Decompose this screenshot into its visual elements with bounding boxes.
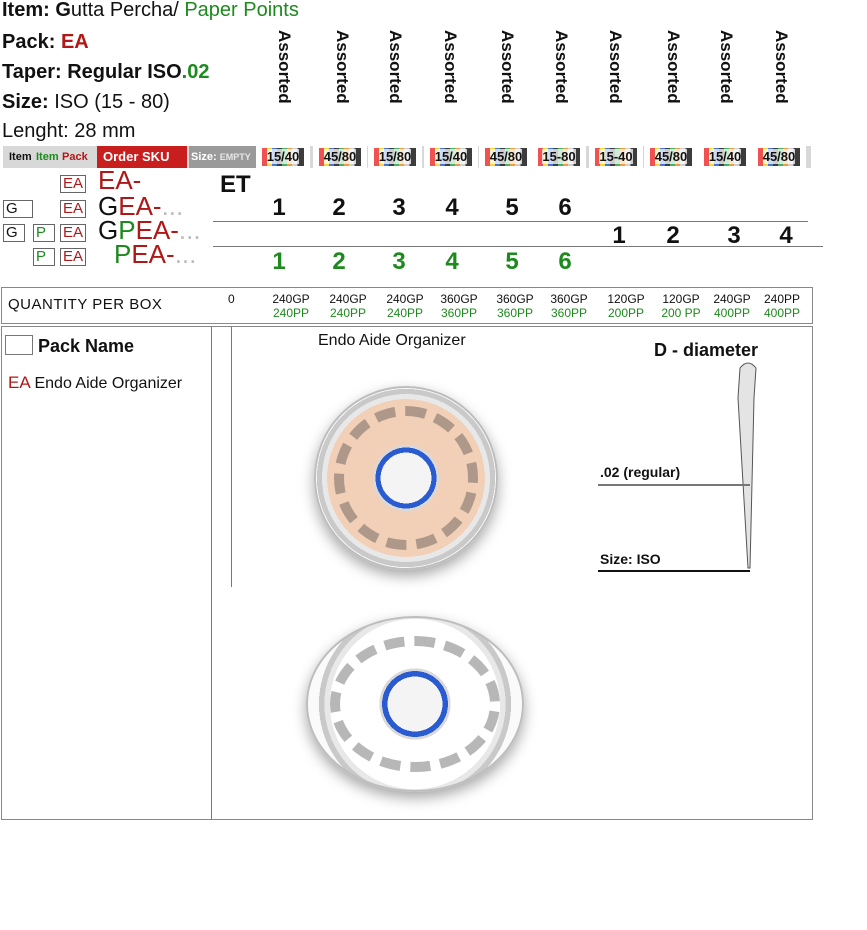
ea-box: EA [60, 248, 87, 266]
assorted-label: Assorted [552, 30, 571, 104]
assorted-label: Assorted [441, 30, 460, 104]
row-divider [213, 221, 808, 222]
pea-number: 5 [505, 248, 519, 275]
legend-pack: Pack [62, 151, 88, 163]
assorted-label: Assorted [772, 30, 791, 104]
pea-number: 6 [558, 248, 572, 275]
gpea-number: 1 [612, 222, 626, 249]
gea-code: GEA-... [98, 191, 184, 221]
size-range: 15-40 [589, 146, 643, 168]
ea-box: EA [60, 224, 87, 242]
size-legend: Size: EMPTY [189, 146, 259, 168]
pea-number: 1 [272, 248, 286, 275]
size-range: 15/40 [698, 146, 752, 168]
size-range: 15/40 [424, 146, 478, 168]
pack-checkbox[interactable] [5, 335, 33, 355]
assorted-label: Assorted [498, 30, 517, 104]
pack-line: Pack: EA [2, 31, 89, 53]
column-divider [231, 327, 232, 587]
assorted-label: Assorted [606, 30, 625, 104]
gea-number: 1 [272, 194, 286, 221]
taper-line: Taper: Regular ISO.02 [2, 61, 210, 83]
assorted-label: Assorted [386, 30, 405, 104]
pea-code: PEA-... [114, 239, 197, 269]
size-range: 15/40 [256, 146, 310, 168]
taper-line [598, 484, 750, 486]
gea-number: 4 [445, 194, 459, 221]
ea-box: EA [60, 175, 87, 193]
assorted-label: Assorted [275, 30, 294, 104]
assorted-label: Assorted [664, 30, 683, 104]
pack-details-panel [1, 326, 813, 820]
gea-number: 2 [332, 194, 346, 221]
size-iso-label: Size: ISO [600, 551, 661, 567]
et-label: ET [220, 171, 251, 198]
pea-number: 3 [392, 248, 406, 275]
legend-item-green: Item [36, 151, 59, 163]
p-box: P [33, 224, 55, 242]
item-line: Item: Gutta Percha/ Paper Points [2, 0, 299, 21]
pack-name-title: Pack Name [38, 336, 135, 356]
taper-label: .02 (regular) [600, 464, 681, 480]
pack-name-row: EA Endo Aide Organizer [8, 373, 183, 392]
organizer-ring [330, 636, 500, 772]
order-sku-label: Order SKU [97, 146, 187, 168]
assorted-label: Assorted [717, 30, 736, 104]
size-range: 45/80 [313, 146, 367, 168]
g-box: G [3, 224, 25, 242]
pea-number: 2 [332, 248, 346, 275]
gea-number: 6 [558, 194, 572, 221]
g-box: G [3, 200, 33, 218]
ea-code: EA- [98, 165, 142, 195]
gea-number: 5 [505, 194, 519, 221]
size-range: 45/80 [752, 146, 806, 168]
ea-box: EA [60, 200, 87, 218]
organizer-ring [334, 406, 478, 550]
gutta-percha-organizer-image [314, 386, 498, 570]
length-line: Lenght: 28 mm [2, 120, 136, 142]
quantity-label: QUANTITY PER BOX [8, 296, 163, 313]
size-line [598, 570, 750, 572]
size-range: 15/80 [368, 146, 422, 168]
assorted-label: Assorted [333, 30, 352, 104]
gpea-number: 2 [666, 222, 680, 249]
row-divider [213, 246, 823, 247]
file-taper-icon [737, 362, 757, 569]
size-range: 45/80 [479, 146, 533, 168]
legend-item: Item [9, 151, 32, 163]
image-caption: Endo Aide Organizer [318, 332, 466, 349]
pea-number: 4 [445, 248, 459, 275]
diameter-title: D - diameter [654, 340, 759, 360]
gpea-code: GPEA-... [98, 215, 201, 245]
gea-number: 3 [392, 194, 406, 221]
size-range: 15-80 [532, 146, 586, 168]
gpea-number: 4 [779, 222, 793, 249]
size-range: 45/80 [644, 146, 698, 168]
paper-points-organizer-image [306, 616, 524, 792]
quantity-zero: 0 [228, 292, 235, 306]
size-line: Size: ISO (15 - 80) [2, 91, 170, 113]
gpea-number: 3 [727, 222, 741, 249]
p-box: P [33, 248, 55, 266]
column-divider [211, 327, 212, 820]
